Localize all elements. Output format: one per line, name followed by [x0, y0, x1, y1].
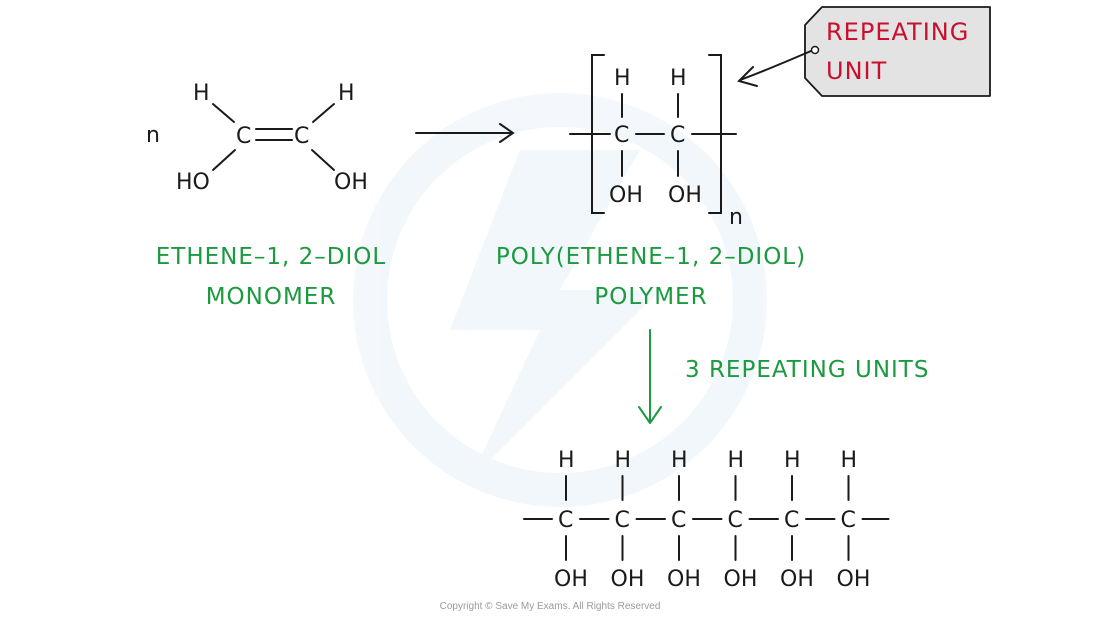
chain-h: H [615, 448, 632, 473]
chain-unit: H C OH [554, 448, 588, 592]
chain-h: H [784, 448, 801, 473]
monomer-h-right: H [338, 81, 355, 106]
polymer-chain: H C OH H C OH H C OH H C OH H C OH H C OH [523, 448, 890, 592]
chain-c: C [784, 508, 799, 533]
chain-unit: H C OH [837, 448, 871, 592]
chain-h: H [671, 448, 688, 473]
chain-unit: H C OH [611, 448, 645, 592]
monomer-structure: n H H C C HO OH [146, 81, 368, 195]
chain-c: C [841, 508, 856, 533]
polymer-oh1: OH [609, 183, 643, 208]
monomer-oh-left: HO [176, 170, 210, 195]
polymer-oh2: OH [668, 183, 702, 208]
chain-h: H [558, 448, 575, 473]
green-down-arrow [638, 329, 662, 424]
polymer-subscript: n [729, 205, 743, 230]
chain-oh: OH [667, 567, 701, 592]
polymer-c2: C [670, 123, 685, 148]
bond-c-oh-left [212, 149, 236, 171]
polymer-name: POLY(ETHENE–1, 2–DIOL) [496, 244, 806, 270]
chain-oh: OH [611, 567, 645, 592]
chain-oh: OH [724, 567, 758, 592]
chain-c: C [728, 508, 743, 533]
polymer-h1: H [614, 66, 631, 91]
bond-h-c-right [312, 103, 335, 123]
watermark-logo [353, 93, 767, 507]
monomer-oh-right: OH [334, 170, 368, 195]
callout-line2: UNIT [826, 57, 887, 85]
bond-c-oh-right [311, 149, 335, 171]
monomer-coefficient: n [146, 123, 160, 148]
chain-h: H [728, 448, 745, 473]
chain-c: C [671, 508, 686, 533]
polymer-c1: C [614, 123, 629, 148]
chain-unit: H C OH [667, 448, 701, 592]
reaction-arrow [415, 123, 515, 143]
chain-unit: H C OH [724, 448, 758, 592]
chain-c: C [615, 508, 630, 533]
monomer-c-right: C [294, 124, 309, 149]
monomer-label: MONOMER [206, 284, 337, 310]
monomer-h-left: H [193, 81, 210, 106]
chain-c: C [558, 508, 573, 533]
bond-h-c-left [212, 103, 235, 123]
chain-oh: OH [837, 567, 871, 592]
arrow-label: 3 REPEATING UNITS [685, 357, 929, 383]
copyright-notice: Copyright © Save My Exams. All Rights Re… [440, 601, 661, 612]
callout-line1: REPEATING [826, 18, 969, 46]
monomer-c-left: C [236, 124, 251, 149]
chain-unit: H C OH [780, 448, 814, 592]
chain-h: H [841, 448, 858, 473]
polymer-structure: H H C C OH OH n [569, 54, 743, 230]
repeating-unit-callout: REPEATING UNIT [737, 6, 991, 97]
polymer-label: POLYMER [594, 284, 707, 310]
polymer-h2: H [670, 66, 687, 91]
chain-oh: OH [780, 567, 814, 592]
monomer-name: ETHENE–1, 2–DIOL [156, 244, 386, 270]
callout-pointer [739, 50, 812, 81]
chain-oh: OH [554, 567, 588, 592]
